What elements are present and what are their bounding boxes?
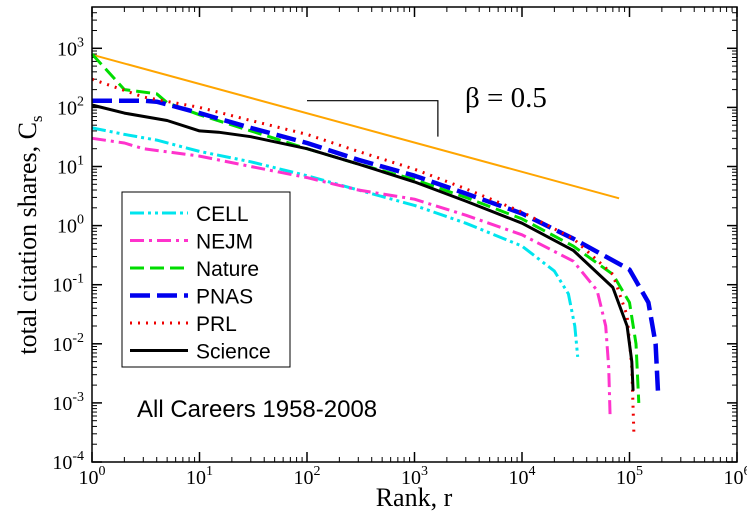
legend-label-pnas: PNAS xyxy=(196,286,253,309)
x-tick-label: 100 xyxy=(79,464,106,489)
x-tick-exp: 5 xyxy=(636,464,643,479)
y-tick-label: 101 xyxy=(57,154,84,179)
x-tick-exp: 6 xyxy=(744,464,747,479)
x-tick-base: 10 xyxy=(79,467,99,489)
y-tick-base: 10 xyxy=(57,216,77,238)
y-tick-base: 10 xyxy=(57,157,77,179)
x-tick-exp: 2 xyxy=(314,464,321,479)
y-tick-base: 10 xyxy=(52,393,72,415)
legend-label-prl: PRL xyxy=(196,313,237,336)
y-tick-label: 103 xyxy=(57,35,84,60)
y-tick-exp: -1 xyxy=(72,272,84,287)
x-tick-label: 102 xyxy=(294,464,321,489)
x-tick-base: 10 xyxy=(724,467,744,489)
x-tick-exp: 3 xyxy=(421,464,428,479)
y-tick-label: 10-3 xyxy=(52,390,84,415)
x-tick-exp: 1 xyxy=(206,464,213,479)
x-tick-exp: 4 xyxy=(529,464,536,479)
series-science-line xyxy=(91,103,635,391)
y-tick-exp: 0 xyxy=(77,213,84,228)
slope-marker xyxy=(307,100,439,137)
x-tick-exp: 0 xyxy=(99,464,106,479)
x-tick-base: 10 xyxy=(186,467,206,489)
y-tick-label: 102 xyxy=(57,94,84,119)
x-tick-label: 103 xyxy=(401,464,428,489)
series-layer xyxy=(90,52,661,434)
legend-label-cell: CELL xyxy=(196,203,249,226)
y-tick-label: 10-2 xyxy=(52,331,84,356)
annotation-text: All Careers 1958-2008 xyxy=(137,396,377,423)
legend-box xyxy=(121,191,291,368)
y-tick-exp: 1 xyxy=(77,154,84,169)
x-axis-title: Rank, r xyxy=(376,483,453,512)
y-tick-base: 10 xyxy=(52,452,72,474)
y-tick-exp: 2 xyxy=(77,94,84,109)
legend-label-nejm: NEJM xyxy=(196,231,253,254)
series-nejm-line xyxy=(91,136,612,417)
y-axis-title: total citation shares, Cs xyxy=(13,115,46,354)
y-tick-exp: 3 xyxy=(77,35,84,50)
y-tick-base: 10 xyxy=(57,97,77,119)
y-tick-label: 10-4 xyxy=(52,449,84,474)
series-pnas-line xyxy=(92,98,661,397)
y-tick-label: 100 xyxy=(57,213,84,238)
x-tick-label: 105 xyxy=(616,464,643,489)
y-tick-base: 10 xyxy=(52,334,72,356)
y-tick-exp: -4 xyxy=(72,449,84,464)
y-axis-title-sub: s xyxy=(27,115,46,122)
plot-frame xyxy=(91,6,738,463)
series-cell-line xyxy=(91,126,580,358)
y-tick-base: 10 xyxy=(57,38,77,60)
y-tick-label: 10-1 xyxy=(52,272,84,297)
y-tick-exp: -2 xyxy=(72,331,84,346)
y-axis-title-main: total citation shares, C xyxy=(13,122,42,355)
x-tick-label: 101 xyxy=(186,464,213,489)
x-tick-base: 10 xyxy=(294,467,314,489)
x-tick-label: 106 xyxy=(724,464,747,489)
x-tick-base: 10 xyxy=(509,467,529,489)
y-tick-base: 10 xyxy=(52,275,72,297)
series-prl-line xyxy=(91,77,636,434)
reference-line xyxy=(91,53,620,200)
slope-label: β = 0.5 xyxy=(465,82,547,114)
x-tick-label: 104 xyxy=(509,464,536,489)
x-tick-base: 10 xyxy=(616,467,636,489)
x-tick-base: 10 xyxy=(401,467,421,489)
y-tick-exp: -3 xyxy=(72,390,84,405)
legend-label-nature: Nature xyxy=(196,258,259,281)
legend-label-science: Science xyxy=(196,341,271,364)
reference-layer xyxy=(91,53,620,200)
